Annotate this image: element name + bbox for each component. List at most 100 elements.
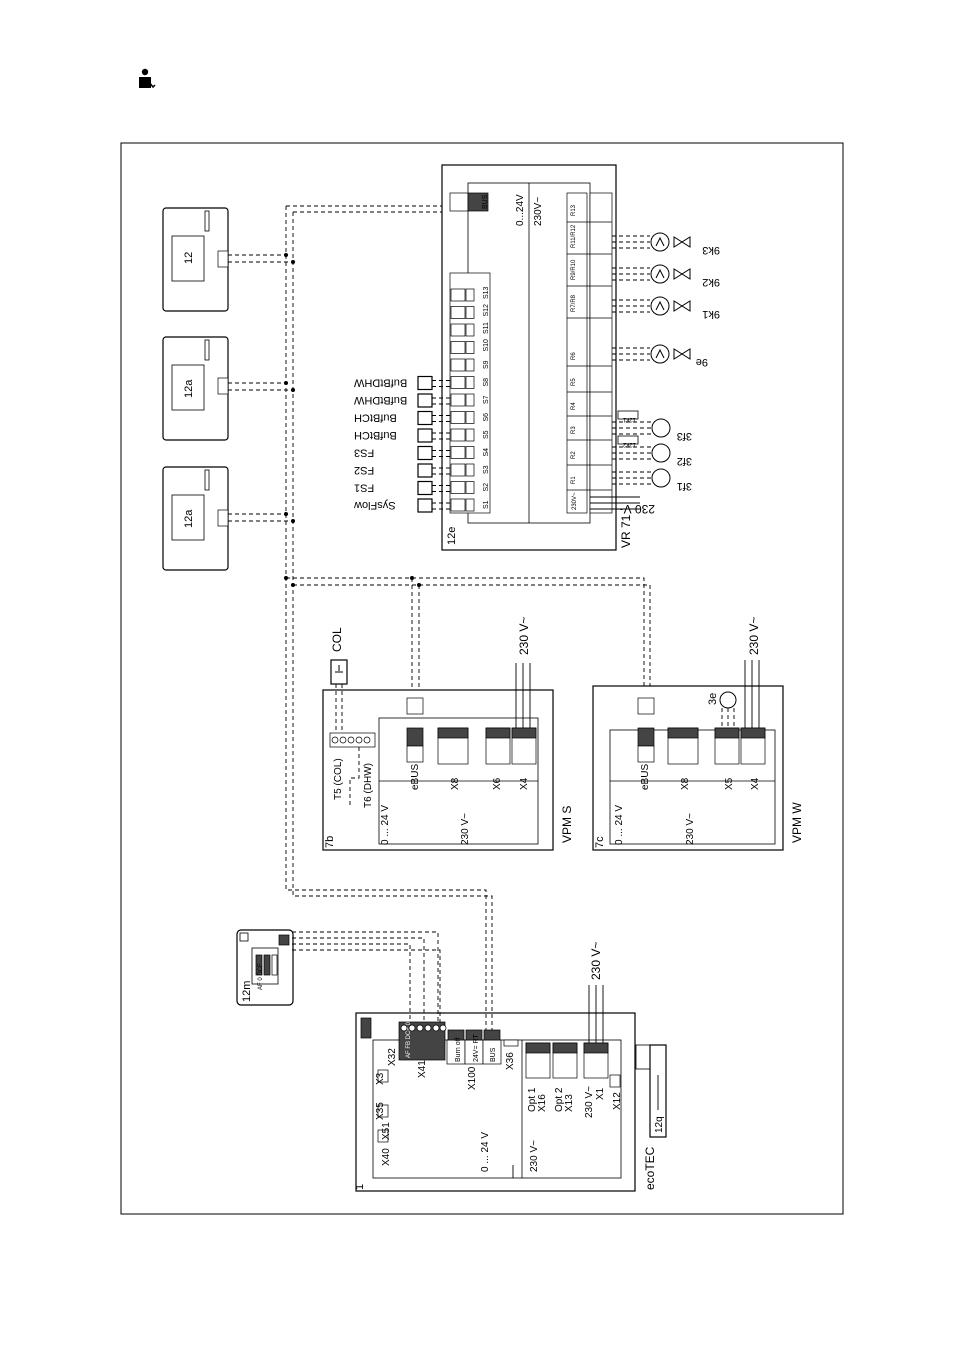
svg-text:230 V~: 230 V~ <box>747 617 761 655</box>
svg-text:R5: R5 <box>571 378 577 386</box>
svg-text:S10: S10 <box>483 339 490 352</box>
svg-text:230 V~: 230 V~ <box>529 1140 540 1172</box>
svg-text:BUS: BUS <box>490 1047 497 1062</box>
relay-terminal: R1 <box>567 476 612 491</box>
vpm-w-mains: 230 V~ <box>744 617 761 728</box>
diagram-frame <box>120 142 844 1215</box>
svg-text:X8: X8 <box>680 777 691 790</box>
sensor: BufBtCH <box>354 428 451 443</box>
svg-text:S8: S8 <box>483 378 490 387</box>
sensor-terminal: S6 <box>450 411 490 424</box>
sensor-terminal: S9 <box>450 358 490 372</box>
svg-text:X13: X13 <box>564 1094 575 1112</box>
svg-text:X16: X16 <box>537 1094 548 1112</box>
svg-text:R9/R10: R9/R10 <box>571 259 577 280</box>
vpm-w-name: VPM W <box>790 802 804 843</box>
svg-text:X8: X8 <box>450 777 461 790</box>
svg-text:230 V~: 230 V~ <box>685 813 696 845</box>
svg-text:Burn off: Burn off <box>455 1038 462 1062</box>
svg-text:X51: X51 <box>381 1122 392 1140</box>
controller-12a-a: 12a <box>162 466 229 571</box>
valve-9k2: 9k2 <box>612 264 720 288</box>
svg-text:12q: 12q <box>654 1116 665 1133</box>
svg-text:3f2: 3f2 <box>677 455 692 467</box>
boiler-number: 1 <box>354 1184 366 1190</box>
svg-text:9k3: 9k3 <box>702 244 720 256</box>
svg-text:Opt 1: Opt 1 <box>527 1087 538 1112</box>
svg-text:X35: X35 <box>375 1102 386 1120</box>
svg-text:S2: S2 <box>483 483 490 492</box>
svg-text:FS2: FS2 <box>354 464 374 476</box>
pump-3f3: 3f3 <box>612 418 692 442</box>
sensor: FS1 <box>354 480 451 496</box>
svg-text:R11/R12: R11/R12 <box>571 224 577 248</box>
vpm-s-mains: 230 V~ <box>515 617 531 728</box>
svg-text:9k1: 9k1 <box>702 308 720 320</box>
relay-terminal: R6 <box>567 352 612 367</box>
vr71-module: 12e VR 71 BUS 0...24V 230V~ <box>441 164 633 551</box>
sensor: FS3 <box>354 445 451 461</box>
svg-text:S12: S12 <box>483 304 490 317</box>
svg-text:9e: 9e <box>696 356 708 368</box>
collector-label: COL <box>330 627 344 652</box>
relay-terminal: R4 <box>567 402 612 417</box>
svg-text:230 V~: 230 V~ <box>617 502 655 516</box>
svg-text:12a: 12a <box>183 379 195 398</box>
svg-text:FS1: FS1 <box>354 482 374 494</box>
svg-text:S4: S4 <box>483 448 490 457</box>
svg-text:S13: S13 <box>483 286 490 299</box>
svg-text:0 ... 24 V: 0 ... 24 V <box>614 805 625 845</box>
sensor-terminal: S10 <box>450 339 490 354</box>
svg-text:X12: X12 <box>612 1092 623 1110</box>
svg-text:12k2: 12k2 <box>622 441 636 447</box>
svg-text:X4: X4 <box>519 777 530 790</box>
svg-text:X32: X32 <box>387 1048 398 1066</box>
svg-text:R4: R4 <box>571 402 577 410</box>
sensor-terminal: S3 <box>450 463 490 477</box>
svg-text:0...24V: 0...24V <box>515 194 526 226</box>
svg-text:230V~: 230V~ <box>572 492 578 510</box>
sensor-terminal: S13 <box>450 286 490 302</box>
svg-text:eBUS: eBUS <box>410 764 421 790</box>
svg-text:7b: 7b <box>324 836 336 848</box>
svg-text:R6: R6 <box>571 352 577 360</box>
svg-text:R3: R3 <box>571 426 577 434</box>
svg-text:3f3: 3f3 <box>677 430 692 442</box>
svg-text:230 V~: 230 V~ <box>517 617 531 655</box>
boiler-module: 1 X40 X51 X35 X3 X32 X41 AF FB DCF 0 0 B… <box>354 1012 636 1192</box>
svg-text:3f1: 3f1 <box>677 480 692 492</box>
boiler-mains: 230 V~ <box>588 942 604 1043</box>
svg-text:R13: R13 <box>571 204 577 216</box>
svg-text:230 V~: 230 V~ <box>589 942 603 980</box>
vpm-w-module: 7c VPM W eBUS X8 X5 X4 0 ... 24 V 230 V~ <box>592 685 804 851</box>
svg-text:S3: S3 <box>483 465 490 474</box>
sensor: SysFlow <box>354 498 451 513</box>
vpm-s-name: VPM S <box>560 806 574 843</box>
svg-text:24V= RT: 24V= RT <box>473 1034 480 1062</box>
svg-text:S6: S6 <box>483 413 490 422</box>
svg-text:AF FB DCF 0 0: AF FB DCF 0 0 <box>406 1016 412 1058</box>
svg-text:X100: X100 <box>467 1066 478 1090</box>
svg-text:S7: S7 <box>483 395 490 404</box>
svg-text:X40: X40 <box>381 1148 392 1166</box>
sensor-terminal: S5 <box>450 428 490 442</box>
technician-icon <box>139 68 156 89</box>
valve-9k3: 9k3 <box>612 232 720 256</box>
vr71-mains: 230 V~ 230V~ <box>572 492 655 516</box>
sensor-terminal: S12 <box>450 304 490 319</box>
svg-text:S9: S9 <box>483 360 490 369</box>
vr71-sensors: SysFlowFS1FS2FS3BufBtCHBufBtCHBufBtDHWBu… <box>353 375 451 513</box>
sensor: BufBtDHW <box>353 393 451 408</box>
relay-terminal: R7/R8 <box>567 294 612 319</box>
svg-text:BufBtCH: BufBtCH <box>354 412 397 424</box>
svg-text:X5: X5 <box>724 777 735 790</box>
pump-3f1: 3f1 <box>612 468 692 492</box>
svg-text:R7/R8: R7/R8 <box>571 294 577 312</box>
sensor-terminal: S4 <box>450 446 490 459</box>
sensor-terminal: S7 <box>450 393 490 407</box>
svg-text:230V~: 230V~ <box>533 197 544 226</box>
svg-text:S11: S11 <box>483 322 490 334</box>
pump-3e: 3e <box>707 691 737 728</box>
svg-text:BufBtDHW: BufBtDHW <box>353 394 407 406</box>
